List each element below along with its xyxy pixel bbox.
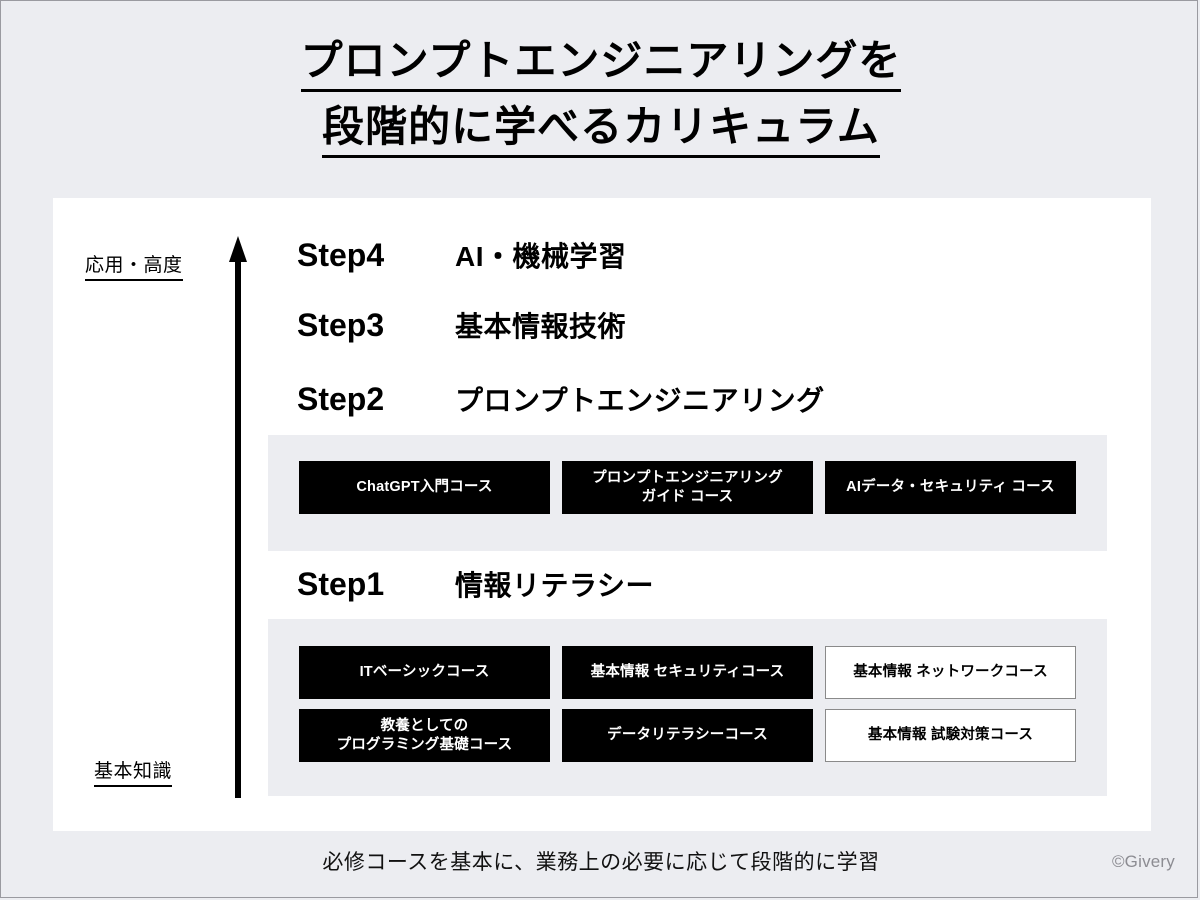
- course-row: 教養としての プログラミング基礎コース データリテラシーコース 基本情報 試験対…: [299, 709, 1076, 762]
- step-name: AI・機械学習: [455, 241, 627, 272]
- course-box[interactable]: 基本情報 ネットワークコース: [825, 646, 1076, 699]
- course-row: ChatGPT入門コース プロンプトエンジニアリング ガイド コース AIデータ…: [299, 461, 1076, 514]
- step-row-1: Step1 情報リテラシー: [297, 564, 654, 604]
- copyright-text: ©Givery: [1111, 852, 1175, 871]
- step-row-3: Step3 基本情報技術: [297, 305, 626, 345]
- step1-course-band: ITベーシックコース 基本情報 セキュリティコース 基本情報 ネットワークコース…: [268, 619, 1107, 796]
- step-number: Step4: [297, 237, 385, 273]
- step-number: Step2: [297, 381, 385, 417]
- title-line-1: プロンプトエンジニアリングを: [300, 37, 902, 93]
- course-label-line1: ChatGPT入門コース: [356, 479, 493, 496]
- step-name: 情報リテラシー: [455, 570, 654, 601]
- course-box[interactable]: 基本情報 セキュリティコース: [562, 646, 813, 699]
- step-number: Step1: [297, 566, 385, 602]
- step-name: 基本情報技術: [455, 311, 627, 342]
- course-box[interactable]: ITベーシックコース: [299, 646, 550, 699]
- course-box[interactable]: 基本情報 試験対策コース: [825, 709, 1076, 762]
- arrow-shaft: [235, 258, 241, 798]
- course-label-line2: ガイド コース: [641, 488, 734, 505]
- step-number: Step3: [297, 307, 385, 343]
- up-arrow-icon: [229, 236, 247, 798]
- arrow-head: [229, 236, 247, 262]
- course-box[interactable]: AIデータ・セキュリティ コース: [825, 461, 1076, 514]
- step-name: プロンプトエンジニアリング: [455, 385, 825, 416]
- course-label-line1: 基本情報 試験対策コース: [867, 727, 1034, 744]
- step1-course-grid: ITベーシックコース 基本情報 セキュリティコース 基本情報 ネットワークコース…: [299, 646, 1076, 762]
- step2-course-grid: ChatGPT入門コース プロンプトエンジニアリング ガイド コース AIデータ…: [299, 461, 1076, 514]
- course-label-line1: 基本情報 ネットワークコース: [853, 664, 1048, 681]
- course-box[interactable]: プロンプトエンジニアリング ガイド コース: [562, 461, 813, 514]
- title-line-2: 段階的に学べるカリキュラム: [322, 103, 880, 159]
- step-row-4: Step4 AI・機械学習: [297, 235, 627, 275]
- course-label-line1: ITベーシックコース: [359, 664, 490, 681]
- axis-label-bottom: 基本知識: [94, 756, 173, 787]
- course-box[interactable]: ChatGPT入門コース: [299, 461, 550, 514]
- course-label-line1: データリテラシーコース: [607, 727, 768, 744]
- page-title: プロンプトエンジニアリングを 段階的に学べるカリキュラム: [1, 37, 1200, 159]
- course-box[interactable]: データリテラシーコース: [562, 709, 813, 762]
- course-box[interactable]: 教養としての プログラミング基礎コース: [299, 709, 550, 762]
- course-label-line1: 教養としての: [380, 718, 469, 735]
- course-row: ITベーシックコース 基本情報 セキュリティコース 基本情報 ネットワークコース: [299, 646, 1076, 699]
- footer-caption: 必修コースを基本に、業務上の必要に応じて段階的に学習: [322, 851, 880, 874]
- course-label-line1: 基本情報 セキュリティコース: [590, 664, 785, 681]
- step2-course-band: ChatGPT入門コース プロンプトエンジニアリング ガイド コース AIデータ…: [268, 435, 1107, 551]
- course-label-line1: AIデータ・セキュリティ コース: [846, 479, 1055, 496]
- step-row-2: Step2 プロンプトエンジニアリング: [297, 379, 825, 419]
- course-label-line2: プログラミング基礎コース: [336, 736, 513, 753]
- axis-label-top: 応用・高度: [85, 250, 183, 281]
- course-label-line1: プロンプトエンジニアリング: [592, 470, 783, 487]
